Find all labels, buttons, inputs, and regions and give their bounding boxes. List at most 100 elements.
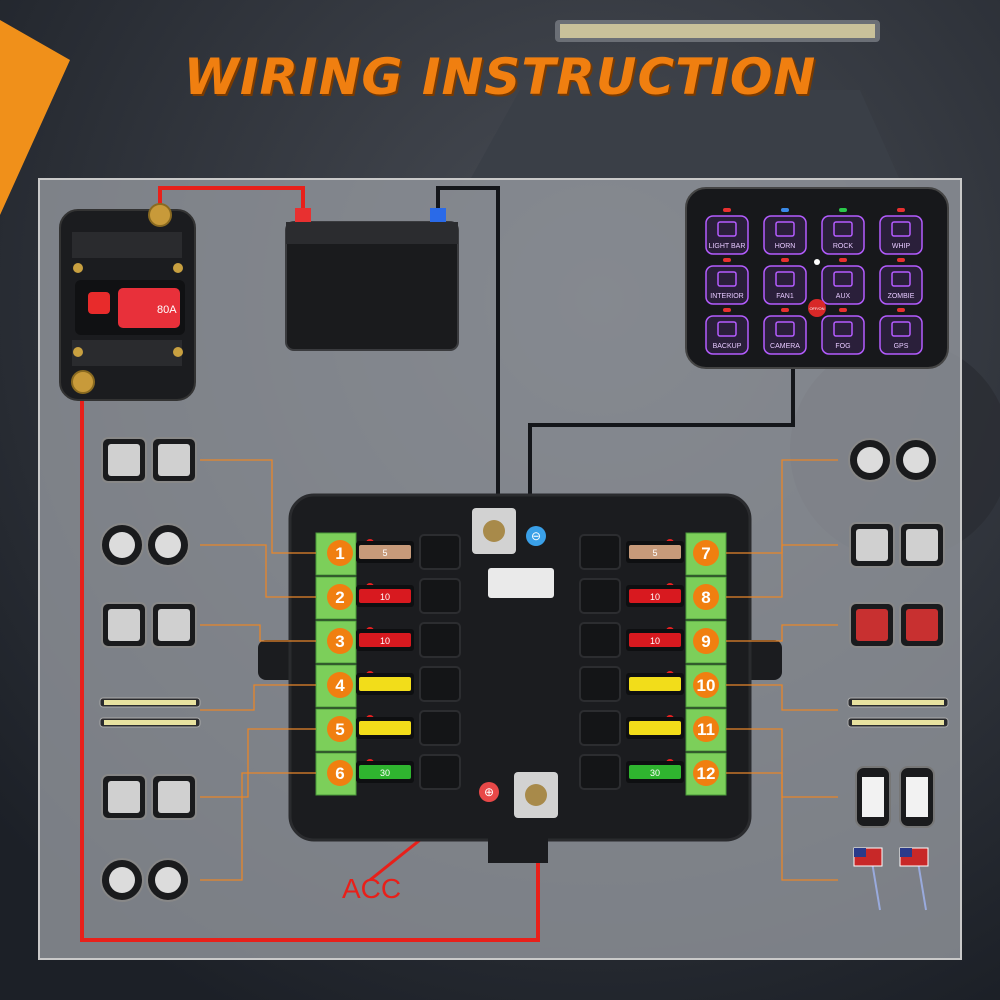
channel-number-badge	[693, 672, 719, 698]
round-pod-lights-icon	[726, 438, 938, 554]
panel-button-fog: FOG	[821, 308, 865, 355]
indicator-led	[723, 258, 731, 262]
square-pod-lights-icon	[726, 522, 945, 598]
button-symbol-icon	[833, 221, 853, 237]
red-square-lights-icon	[726, 602, 945, 648]
fuse-channel-4: 4	[315, 664, 461, 708]
panel-button-rock: ROCK	[821, 208, 865, 255]
blade-fuse	[629, 721, 681, 735]
fuse-channel-2: 2 10	[315, 576, 461, 620]
fuse-rating: 10	[380, 592, 390, 602]
channel-number-badge	[693, 584, 719, 610]
channel-number-badge	[327, 716, 353, 742]
leader-line	[200, 624, 316, 642]
channel-number: 2	[335, 588, 344, 607]
button-symbol-icon	[833, 321, 853, 337]
positive-symbol	[479, 782, 499, 802]
led-light-bars-icon	[99, 684, 316, 728]
breaker-reset-button	[88, 292, 110, 314]
panel-button-label: INTERIOR	[710, 293, 743, 300]
page-title: WIRING INSTRUCTION	[183, 48, 817, 106]
breaker-lever	[118, 288, 180, 328]
panel-button-interior: INTERIOR	[705, 258, 749, 305]
channel-number: 7	[701, 544, 710, 563]
channel-number-badge	[327, 584, 353, 610]
panel-button-fan1: FAN1	[763, 258, 807, 305]
negative-symbol	[526, 526, 546, 546]
channel-number-badge	[693, 716, 719, 742]
indicator-led	[839, 258, 847, 262]
battery-positive-terminal	[295, 208, 311, 222]
fuse-channel-8: 8 10	[579, 576, 727, 620]
rock-lights-icon	[726, 728, 935, 828]
fuse-channel-10: 10	[579, 664, 727, 708]
fuse-rating: 5	[382, 548, 387, 558]
channel-number-badge	[693, 760, 719, 786]
panel-button-label: FAN1	[776, 293, 794, 300]
fuse-rating: 10	[650, 592, 660, 602]
channel-number-badge	[327, 540, 353, 566]
panel-button-zombie: ZOMBIE	[879, 258, 923, 305]
panel-button-label: ROCK	[833, 243, 854, 250]
breaker-input-terminal	[71, 370, 95, 394]
channel-number: 12	[697, 764, 716, 783]
fuse-rating: 30	[650, 768, 660, 778]
relay-socket	[419, 622, 461, 658]
headlight-projectors-icon	[101, 728, 316, 820]
button-symbol-icon	[891, 271, 911, 287]
panel-button-label: AUX	[836, 293, 851, 300]
channel-number: 6	[335, 764, 344, 783]
panel-button-whip: WHIP	[879, 208, 923, 255]
panel-button-light-bar: LIGHT BAR	[705, 208, 749, 255]
channel-number: 8	[701, 588, 710, 607]
square-work-lights-icon	[101, 602, 316, 648]
blade-fuse	[629, 677, 681, 691]
indicator-led	[781, 208, 789, 212]
indicator-led	[897, 258, 905, 262]
blade-fuse	[359, 721, 411, 735]
breaker-output-terminal	[148, 203, 172, 227]
blade-fuse	[629, 589, 681, 603]
leader-line	[726, 624, 838, 642]
dual-light-bars-icon	[726, 684, 949, 728]
channel-number: 4	[335, 676, 345, 695]
flag-whip-lights-icon	[726, 772, 929, 911]
panel-button-label: FOG	[835, 343, 850, 350]
channel-number: 5	[335, 720, 344, 739]
panel-button-label: LIGHT BAR	[709, 243, 746, 250]
relay-socket	[579, 666, 621, 702]
indicator-led	[897, 308, 905, 312]
status-led	[814, 259, 820, 265]
relay-socket	[579, 754, 621, 790]
leader-line	[200, 544, 316, 598]
panel-button-label: HORN	[775, 243, 796, 250]
channel-number: 1	[335, 544, 344, 563]
panel-button-aux: AUX	[821, 258, 865, 305]
indicator-led	[839, 208, 847, 212]
button-symbol-icon	[775, 321, 795, 337]
round-driving-lights-icon	[100, 772, 316, 902]
fuse-channel-11: 11	[579, 708, 727, 752]
channel-number-badge	[327, 672, 353, 698]
battery-negative-terminal	[430, 208, 446, 222]
button-symbol-icon	[717, 271, 737, 287]
fuse-channel-12: 12 30	[579, 752, 727, 796]
negative-wire-battery-to-fusebox	[436, 186, 500, 515]
button-symbol-icon	[717, 321, 737, 337]
blade-fuse	[629, 765, 681, 779]
channel-number: 10	[697, 676, 716, 695]
battery	[285, 208, 459, 351]
round-led-lights-icon	[100, 523, 316, 598]
leader-line	[726, 544, 838, 598]
blade-fuse	[359, 589, 411, 603]
button-symbol-icon	[775, 221, 795, 237]
button-symbol-icon	[775, 271, 795, 287]
button-symbol-icon	[717, 221, 737, 237]
control-connector	[488, 568, 554, 598]
leader-line	[200, 459, 316, 554]
panel-button-label: ZOMBIE	[888, 293, 915, 300]
